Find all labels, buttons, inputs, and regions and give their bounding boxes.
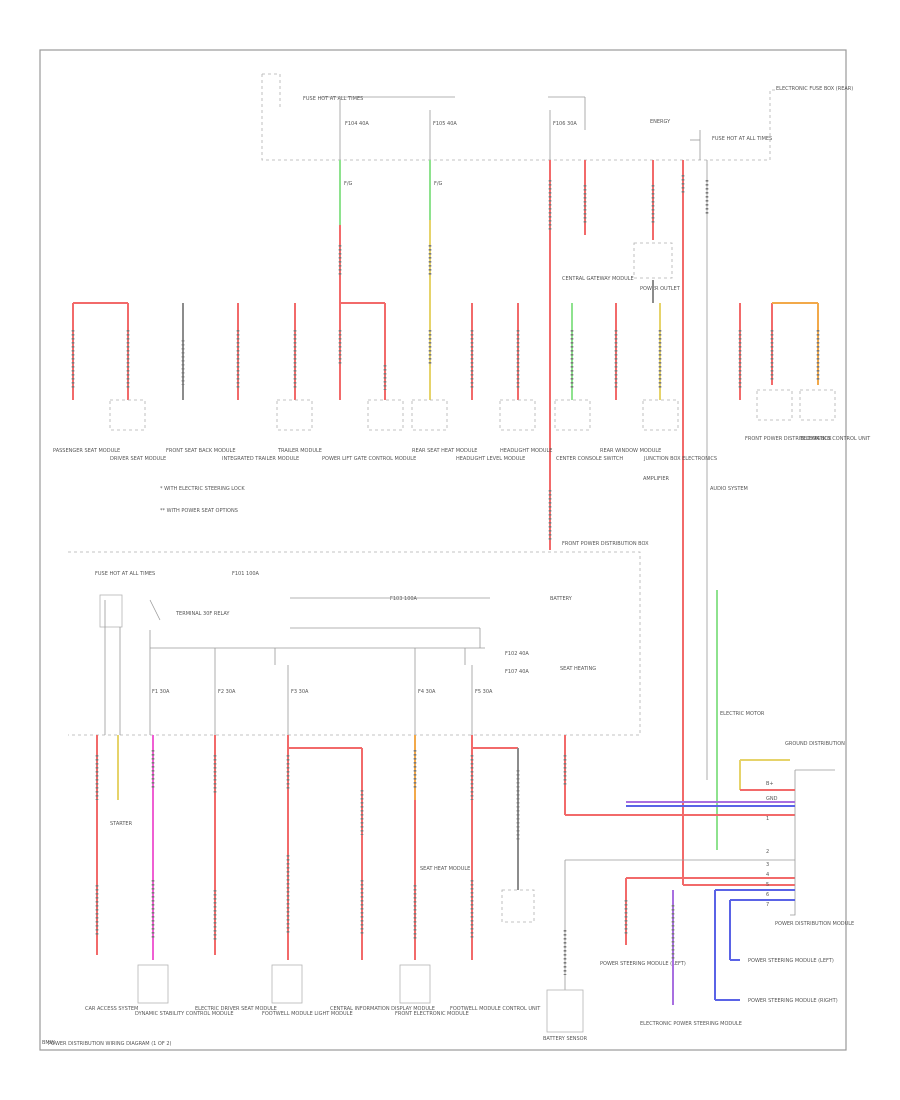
mid-device-13: AMPLIFIER <box>643 476 670 482</box>
mid-device-10: CENTER CONSOLE SWITCH <box>556 456 623 462</box>
lower-box-center: BATTERY <box>550 596 573 602</box>
mid-right-label-1: CENTRAL GATEWAY MODULE <box>562 276 634 282</box>
top-box-right-title: ELECTRONIC FUSE BOX (REAR) <box>776 86 853 92</box>
pin-label-7: 5 <box>766 882 769 888</box>
top-box-right-sub: FUSE HOT AT ALL TIMES <box>712 136 772 142</box>
mid-right-device-1: FRONT POWER DISTRIBUTION BOX <box>745 436 832 442</box>
pin-label-8: 6 <box>766 892 769 898</box>
bottom-device-3: ELECTRIC DRIVER SEAT MODULE <box>195 1006 277 1012</box>
mid-right-label-2: AUDIO SYSTEM <box>710 486 748 492</box>
lower-box-aux-label: SEAT HEATING <box>560 666 596 672</box>
top-fuse-1: F104 40A <box>345 121 369 127</box>
pin-label-3: 1 <box>766 816 769 822</box>
bottom-label-1: STARTER <box>110 821 133 827</box>
top-right-device-1: POWER OUTLET <box>640 286 681 292</box>
top-fuse-3: F106 30A <box>553 121 577 127</box>
bottom-device-1: CAR ACCESS SYSTEM <box>85 1006 138 1012</box>
bottom-device-4: FOOTWELL MODULE LIGHT MODULE <box>262 1011 353 1017</box>
outer-frame <box>39 49 847 1051</box>
lower-box-left-label: FUSE HOT AT ALL TIMES <box>95 571 155 577</box>
top-box-center-tag: ENERGY <box>650 119 671 125</box>
note-2: ** WITH POWER SEAT OPTIONS <box>160 508 238 514</box>
mid-device-11: REAR WINDOW MODULE <box>600 448 661 454</box>
bottom-device-5: CENTRAL INFORMATION DISPLAY MODULE <box>330 1006 435 1012</box>
pin-label-4: 2 <box>766 849 769 855</box>
top-box-left-title: FUSE HOT AT ALL TIMES <box>303 96 363 102</box>
mid-device-12: JUNCTION BOX ELECTRONICS <box>643 456 717 462</box>
lower-right-bottom-device-1: BATTERY SENSOR <box>543 1036 588 1042</box>
lower-box-title: FRONT POWER DISTRIBUTION BOX <box>562 541 649 547</box>
mid-right-device-2: TELEMATICS CONTROL UNIT <box>799 436 871 442</box>
top-branch-label-2: F/G <box>434 181 443 187</box>
mid-device-8: HEADLIGHT LEVEL MODULE <box>456 456 525 462</box>
lower-box-fuse-top: F101 100A <box>232 571 260 577</box>
lower-fuse-2: F2 30A <box>218 689 236 695</box>
top-fuse-2: F105 40A <box>433 121 457 127</box>
mid-device-3: FRONT SEAT BACK MODULE <box>166 448 236 454</box>
pin-label-1: B+ <box>766 781 774 787</box>
mid-device-6: POWER LIFT GATE CONTROL MODULE <box>322 456 416 462</box>
lower-box-fuse-mid: F103 100A <box>390 596 418 602</box>
top-fuse-box <box>261 73 775 161</box>
lower-fuse-5: F5 30A <box>475 689 493 695</box>
lower-right-module: POWER DISTRIBUTION MODULE <box>775 921 854 927</box>
lower-right-bottom-device-3: ELECTRONIC POWER STEERING MODULE <box>640 1021 742 1027</box>
bottom-device-2: DYNAMIC STABILITY CONTROL MODULE <box>135 1011 234 1017</box>
mid-device-2: DRIVER SEAT MODULE <box>110 456 166 462</box>
pin-label-5: 3 <box>766 862 769 868</box>
mid-device-5: TRAILER MODULE <box>277 448 322 454</box>
lower-right-load-2: POWER STEERING MODULE (RIGHT) <box>748 998 838 1004</box>
lower-right-mid-label: SEAT HEAT MODULE <box>420 866 470 872</box>
lower-right-load-1: POWER STEERING MODULE (LEFT) <box>748 958 834 964</box>
lower-right-left-label: ELECTRIC MOTOR <box>720 711 765 717</box>
bottom-device-7: FOOTWELL MODULE CONTROL UNIT <box>450 1006 541 1012</box>
pin-label-2: GND <box>766 796 778 802</box>
lower-box-aux-fuse-2: F107 40A <box>505 669 529 675</box>
lower-right-bottom-device-2: POWER STEERING MODULE (LEFT) <box>600 961 686 967</box>
mid-device-9: HEADLIGHT MODULE <box>500 448 552 454</box>
pin-label-9: 7 <box>766 902 769 908</box>
lower-box-relay-label: TERMINAL 30F RELAY <box>175 611 230 617</box>
corner-label: BMW <box>42 1040 55 1046</box>
bottom-device-6: FRONT ELECTRONIC MODULE <box>395 1011 469 1017</box>
note-1: * WITH ELECTRIC STEERING LOCK <box>160 486 245 492</box>
mid-device-4: INTEGRATED TRAILER MODULE <box>222 456 299 462</box>
lower-fuse-1: F1 30A <box>152 689 170 695</box>
lower-fuse-box <box>68 551 641 736</box>
figure-code: POWER DISTRIBUTION WIRING DIAGRAM (1 OF … <box>48 1041 172 1047</box>
mid-device-1: PASSENGER SEAT MODULE <box>53 448 120 454</box>
pin-label-6: 4 <box>766 872 769 878</box>
top-branch-label-1: F/G <box>344 181 353 187</box>
lower-fuse-3: F3 30A <box>291 689 309 695</box>
lower-fuse-4: F4 30A <box>418 689 436 695</box>
mid-device-7: REAR SEAT HEAT MODULE <box>412 448 477 454</box>
lower-box-aux-fuse: F102 40A <box>505 651 529 657</box>
lower-right-ground-label: GROUND DISTRIBUTION <box>785 741 845 747</box>
